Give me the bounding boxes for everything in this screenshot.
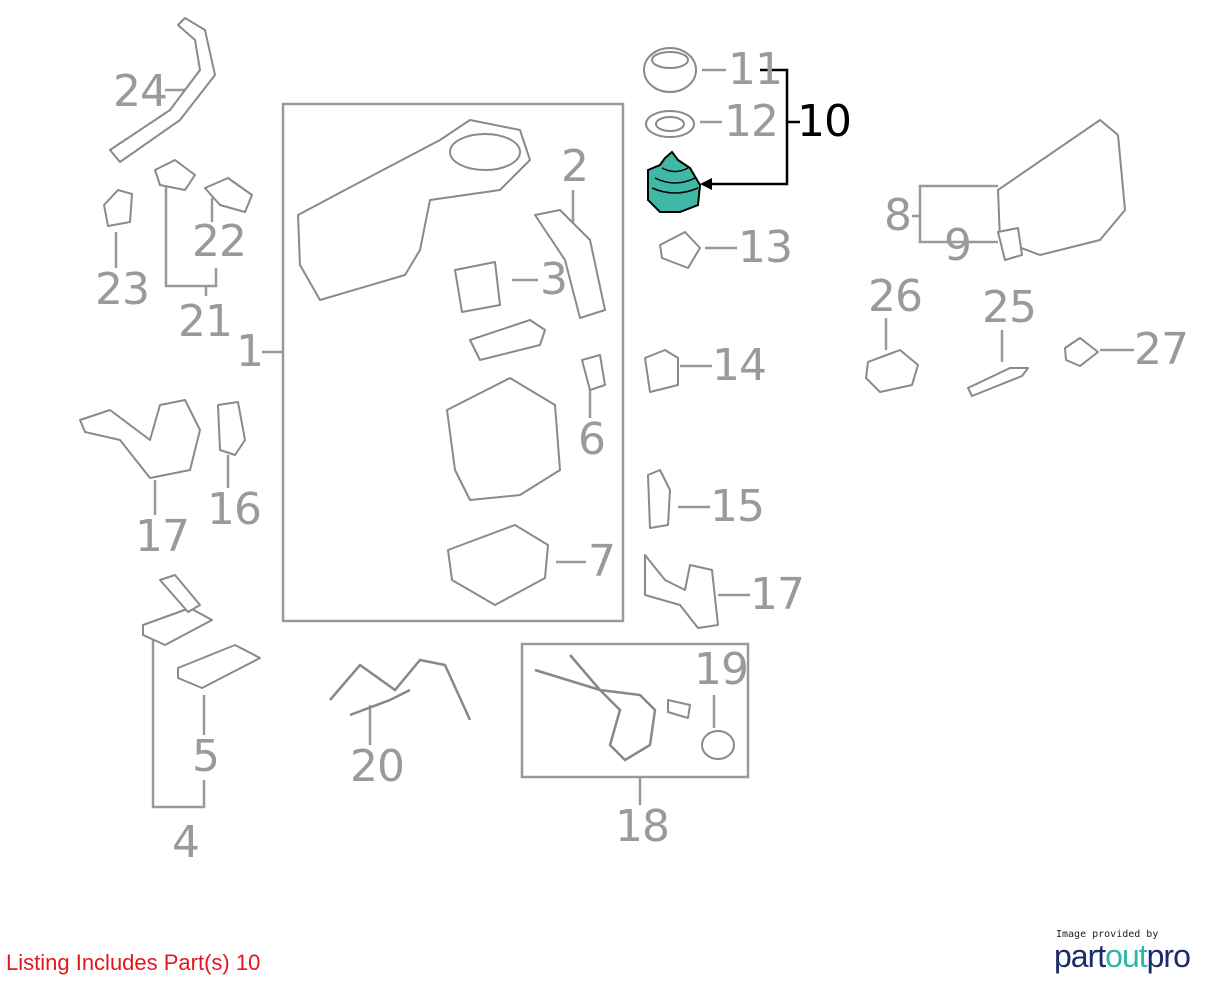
leader-lines <box>114 68 1134 809</box>
assembly-box-1 <box>281 102 625 623</box>
callout-17-right[interactable]: 17 <box>750 569 805 620</box>
part-17-right <box>644 554 719 629</box>
callout-1[interactable]: 1 <box>236 326 264 377</box>
part-14 <box>644 349 679 393</box>
part-22 <box>204 177 253 213</box>
assembly-box-18 <box>520 642 750 779</box>
callout-23[interactable]: 23 <box>95 264 150 315</box>
part-15 <box>647 469 671 529</box>
part-25 <box>967 367 1029 397</box>
part-4 <box>142 574 213 646</box>
logo-out: out <box>1105 938 1147 974</box>
callout-18[interactable]: 18 <box>615 801 670 852</box>
callout-21[interactable]: 21 <box>178 296 233 347</box>
callout-26[interactable]: 26 <box>868 271 923 322</box>
callout-4[interactable]: 4 <box>172 817 200 868</box>
part-20-harness <box>329 658 472 721</box>
callout-9[interactable]: 9 <box>944 220 972 271</box>
logo-part: part <box>1054 938 1106 974</box>
part-19 <box>701 730 735 760</box>
callout-11[interactable]: 11 <box>728 44 783 95</box>
callout-7[interactable]: 7 <box>588 536 616 587</box>
callout-8[interactable]: 8 <box>884 190 912 241</box>
callout-14[interactable]: 14 <box>712 340 767 391</box>
callout-24[interactable]: 24 <box>113 66 168 117</box>
callout-3[interactable]: 3 <box>540 254 568 305</box>
part-12-seal <box>645 110 695 138</box>
callout-10-selected[interactable]: 10 <box>797 96 852 147</box>
callout-15[interactable]: 15 <box>710 481 765 532</box>
part-9 <box>997 227 1023 261</box>
callout-2[interactable]: 2 <box>561 141 589 192</box>
partoutpro-logo: partoutpro <box>1054 938 1191 975</box>
part-24-hose <box>109 17 216 163</box>
callout-6[interactable]: 6 <box>578 414 606 465</box>
part-16 <box>217 401 246 456</box>
part-26 <box>865 349 919 393</box>
part-11-ring <box>643 47 697 93</box>
logo-pro: pro <box>1146 938 1191 974</box>
part-5 <box>177 644 261 689</box>
part-13 <box>659 231 701 269</box>
callout-13[interactable]: 13 <box>738 222 793 273</box>
part-21 <box>154 159 196 191</box>
callout-16[interactable]: 16 <box>207 484 262 535</box>
callout-19[interactable]: 19 <box>694 644 749 695</box>
listing-includes-text: Listing Includes Part(s) 10 <box>6 950 261 975</box>
part-23 <box>103 189 133 227</box>
part-1-heater-housing <box>297 119 606 606</box>
part-10-blower-motor-highlighted[interactable] <box>647 150 702 213</box>
callout-5[interactable]: 5 <box>192 731 220 782</box>
callout-12[interactable]: 12 <box>724 96 779 147</box>
callout-25[interactable]: 25 <box>982 282 1037 333</box>
callout-27[interactable]: 27 <box>1134 324 1189 375</box>
part-27 <box>1064 337 1099 367</box>
image-credit-text: Image provided by <box>1056 929 1159 940</box>
callout-22[interactable]: 22 <box>192 216 247 267</box>
callout-17-left[interactable]: 17 <box>135 511 190 562</box>
part-17-left <box>79 399 201 479</box>
callout-20[interactable]: 20 <box>350 741 405 792</box>
part-18-harness <box>534 654 691 762</box>
